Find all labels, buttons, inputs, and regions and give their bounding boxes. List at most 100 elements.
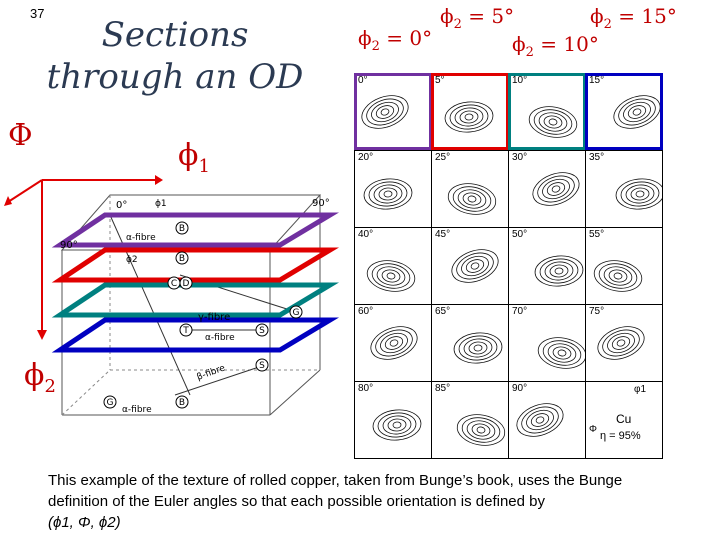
point-C-label: C bbox=[171, 279, 177, 289]
contour-line bbox=[383, 190, 393, 198]
contour-line bbox=[468, 341, 488, 355]
point-B-3 bbox=[175, 395, 189, 409]
contour-plot bbox=[444, 101, 494, 133]
phi1-arrowhead bbox=[155, 175, 163, 185]
gamma-fibre-label: γ-fibre bbox=[198, 312, 230, 323]
contour-plot bbox=[537, 337, 585, 369]
contour-plot bbox=[615, 178, 662, 210]
legend-material: Cu bbox=[616, 412, 632, 426]
contour-line bbox=[597, 326, 645, 360]
contour-plot bbox=[456, 414, 506, 446]
contour-line bbox=[607, 332, 635, 354]
od-section-angle: 40° bbox=[358, 229, 374, 240]
od-section-angle: 65° bbox=[435, 306, 451, 317]
contour-line bbox=[557, 349, 567, 357]
contour-line bbox=[372, 409, 422, 441]
contour-line bbox=[618, 98, 656, 126]
caption: This example of the texture of rolled co… bbox=[48, 470, 668, 533]
Phi-axis-arrow bbox=[7, 179, 43, 203]
contour-line bbox=[632, 108, 642, 116]
euler-space-cube-diagram: 0° 90° 90° α-fibre ϕ2 γ-fibre α-fibre β-… bbox=[4, 175, 340, 416]
contour-line bbox=[471, 423, 491, 437]
contour-line bbox=[630, 187, 650, 201]
contour-line bbox=[373, 184, 403, 204]
contour-plot bbox=[516, 403, 564, 437]
point-S-1 bbox=[255, 323, 269, 337]
section-label-10: ϕ2 = 10° bbox=[512, 32, 599, 60]
axis-label-phi1: ϕ1 bbox=[178, 138, 210, 177]
point-B-1 bbox=[175, 221, 189, 235]
contour-line bbox=[452, 186, 492, 212]
section-plane-0 bbox=[51, 212, 340, 248]
od-section-cell: 85° bbox=[431, 381, 509, 459]
cube-edge-bottom-right bbox=[269, 369, 321, 416]
od-section-cell: 65° bbox=[431, 304, 509, 382]
beta-fibre-line bbox=[174, 364, 266, 396]
contour-line bbox=[598, 263, 638, 289]
contour-line bbox=[552, 346, 572, 360]
contour-line bbox=[454, 107, 484, 127]
od-section-angle: 90° bbox=[512, 383, 528, 394]
contour-line bbox=[382, 415, 412, 435]
contour-plot bbox=[451, 249, 499, 283]
contour-line bbox=[613, 95, 661, 129]
contour-line bbox=[366, 260, 416, 292]
contour-line bbox=[378, 187, 398, 201]
section-label-15: ϕ2 = 15° bbox=[590, 4, 677, 32]
contour-line bbox=[457, 189, 487, 209]
contour-line bbox=[547, 343, 577, 363]
contour-line bbox=[470, 262, 480, 270]
contour-plot bbox=[363, 178, 413, 210]
contour-line bbox=[449, 104, 489, 130]
contour-line bbox=[535, 416, 545, 424]
alpha-fibre-label-1: α-fibre bbox=[126, 233, 156, 243]
contour-plot bbox=[366, 260, 416, 292]
contour-plot bbox=[613, 95, 661, 129]
section-label-5: ϕ2 = 5° bbox=[440, 4, 515, 32]
Phi-arrowhead bbox=[4, 196, 12, 206]
legend-Phi-label: Φ bbox=[589, 424, 597, 435]
caption-tuple: (ϕ1, Φ, ϕ2) bbox=[48, 514, 121, 531]
point-G-1 bbox=[289, 305, 303, 319]
contour-plot bbox=[528, 106, 578, 138]
contour-line bbox=[534, 255, 584, 287]
contour-line bbox=[623, 101, 651, 123]
contour-line bbox=[516, 403, 564, 437]
legend-phi1-label: φ1 bbox=[634, 384, 647, 395]
contour-line bbox=[444, 101, 494, 133]
section-plane-5 bbox=[51, 247, 340, 283]
contour-line bbox=[613, 272, 623, 280]
contour-line bbox=[608, 269, 628, 283]
cube-phi2-corner-label: 90° bbox=[60, 240, 78, 251]
cube-hidden-edge-diag bbox=[61, 369, 111, 416]
point-B-2 bbox=[175, 251, 189, 265]
contour-line bbox=[361, 95, 409, 129]
od-section-angle: 80° bbox=[358, 383, 374, 394]
od-section-angle: 35° bbox=[589, 152, 605, 163]
od-section-angle: 15° bbox=[589, 75, 605, 86]
contour-line bbox=[363, 178, 413, 210]
od-section-cell: 20° bbox=[354, 150, 432, 228]
point-G-1-label: G bbox=[293, 308, 300, 318]
contour-line bbox=[387, 418, 407, 432]
contour-line bbox=[539, 258, 579, 284]
contour-plot bbox=[447, 183, 497, 215]
highlight-section-5 bbox=[431, 73, 509, 150]
od-section-cell: 80° bbox=[354, 381, 432, 459]
alpha-fibre-label-2: α-fibre bbox=[205, 333, 235, 343]
od-section-cell: 45° bbox=[431, 227, 509, 305]
contour-line bbox=[603, 266, 633, 286]
contour-line bbox=[530, 413, 550, 427]
contour-line bbox=[537, 175, 575, 203]
contour-line bbox=[620, 181, 660, 207]
contour-line bbox=[532, 172, 580, 206]
contour-line bbox=[542, 340, 582, 366]
point-S-2 bbox=[255, 358, 269, 372]
axis-label-phi2: ϕ2 bbox=[24, 358, 56, 397]
contour-line bbox=[389, 339, 399, 347]
point-S-1-label: S bbox=[259, 326, 265, 336]
od-section-cell: 25° bbox=[431, 150, 509, 228]
od-section-angle: 30° bbox=[512, 152, 528, 163]
contour-line bbox=[611, 336, 631, 350]
contour-line bbox=[473, 344, 483, 352]
